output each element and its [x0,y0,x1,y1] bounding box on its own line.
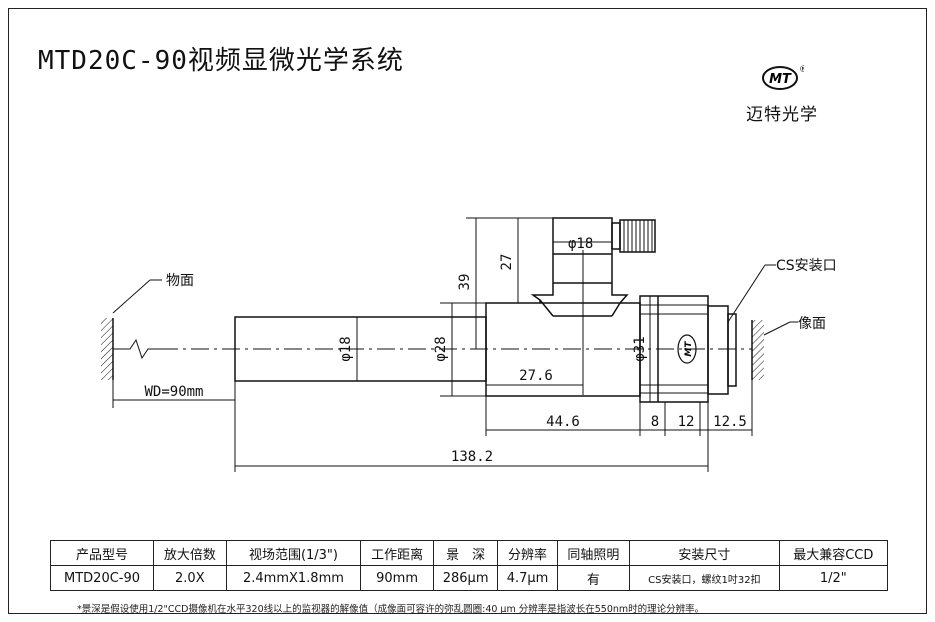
mt-logo-icon: MT ® [760,64,804,92]
header-cell: 安装尺寸 [629,540,780,566]
dim-27-6 [486,250,584,395]
page-title: MTD20C-90视频显微光学系统 [38,46,404,76]
header-cell: 产品型号 [49,540,155,566]
dim-phi18-tube-text: φ18 [338,336,354,361]
dim-27-6-text: 27.6 [519,368,553,384]
image-plane [751,320,798,380]
spec-table: 产品型号 放大倍数 视场范围(1/3") 工作距离 景 深 分辨率 同轴照明 安… [49,540,889,591]
dim-39-text: 39 [457,274,473,291]
lens-mark-text: MT [684,341,694,357]
registered-mark: ® [799,65,804,75]
value-cell: 1/2" [778,565,889,591]
cs-mount-label: CS安装口 [776,258,837,274]
rear-ring-lines [640,304,708,394]
header-cell: 最大兼容CCD [778,540,889,566]
brand-name: 迈特光学 [746,105,818,125]
header-cell: 放大倍数 [153,540,227,566]
lens-mark-badge: MT [677,334,697,364]
dim-lengths [485,380,753,472]
image-plane-label: 像面 [798,316,826,332]
header-cell: 分辨率 [497,540,558,566]
dim-diameters [356,296,651,402]
dim-8-text: 8 [651,414,659,430]
rear-section [639,295,737,403]
dim-phi28-text: φ28 [433,336,449,361]
logo-text: MT [769,72,792,87]
value-cell: 286μm [432,565,499,591]
spec-header-row: 产品型号 放大倍数 视场范围(1/3") 工作距离 景 深 分辨率 同轴照明 安… [49,540,889,566]
value-cell: 2.0X [153,565,227,591]
wd-label: WD=90mm [144,384,203,400]
header-cell: 视场范围(1/3") [225,540,362,566]
value-cell: MTD20C-90 [49,565,155,591]
value-cell: 90mm [360,565,434,591]
dim-138-2-text: 138.2 [451,449,493,465]
spec-value-row: MTD20C-90 2.0X 2.4mmX1.8mm 90mm 286μm 4.… [49,565,889,591]
brand-block: MT ® 迈特光学 [742,64,822,125]
header-cell: 同轴照明 [556,540,631,566]
header-cell: 景 深 [432,540,499,566]
dim-44-6-text: 44.6 [546,414,580,430]
dim-phi31-text: φ31 [632,336,648,361]
dim-height [440,217,553,397]
dim-working-distance [112,380,236,472]
value-cell: 2.4mmX1.8mm [225,565,362,591]
dim-12-text: 12 [678,414,695,430]
knob-knurl [623,220,653,252]
optical-axis [113,338,752,360]
value-cell: 有 [556,565,631,591]
header-cell: 工作距离 [360,540,434,566]
object-plane [101,279,162,380]
dim-phi18-top-text: φ18 [568,236,593,252]
drawing-frame [8,8,927,614]
lens-technical-drawing: 物面 MT [101,217,837,472]
footnote: *景深是假设使用1/2"CCD摄像机在水平320线以上的监视器的解像值（成像面可… [77,604,705,615]
value-cell: 4.7μm [497,565,558,591]
value-cell: CS安装口，螺纹1吋32扣 [629,565,780,591]
object-plane-label: 物面 [166,273,194,289]
cs-mount-leader [727,264,776,323]
dim-12-5-text: 12.5 [713,414,747,430]
dim-27-text: 27 [499,254,515,271]
